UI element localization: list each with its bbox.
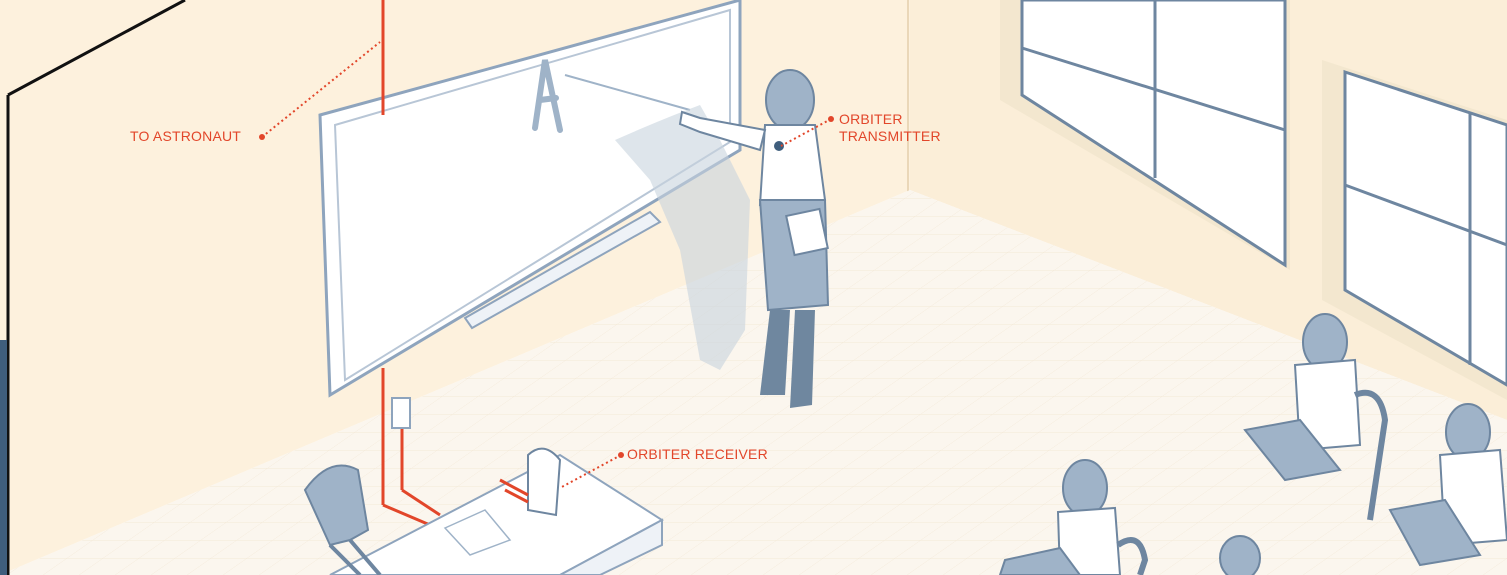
room-left-strip: [0, 340, 7, 575]
leader-dot-receiver: [618, 452, 624, 458]
student-4: [1220, 536, 1260, 575]
to-astronaut-label: TO ASTRONAUT: [130, 128, 241, 145]
orbiter-transmitter-line2: TRANSMITTER: [839, 128, 941, 145]
orbiter-receiver-text: ORBITER RECEIVER: [627, 446, 768, 463]
orbiter-receiver-label: ORBITER RECEIVER: [627, 446, 768, 463]
wall-outlet: [392, 398, 410, 428]
to-astronaut-text: TO ASTRONAUT: [130, 128, 241, 145]
leader-dot-transmitter: [828, 116, 834, 122]
orbiter-transmitter-line1: ORBITER: [839, 111, 941, 128]
orbiter-transmitter-label: ORBITER TRANSMITTER: [839, 111, 941, 145]
leader-dot-astronaut: [259, 134, 265, 140]
